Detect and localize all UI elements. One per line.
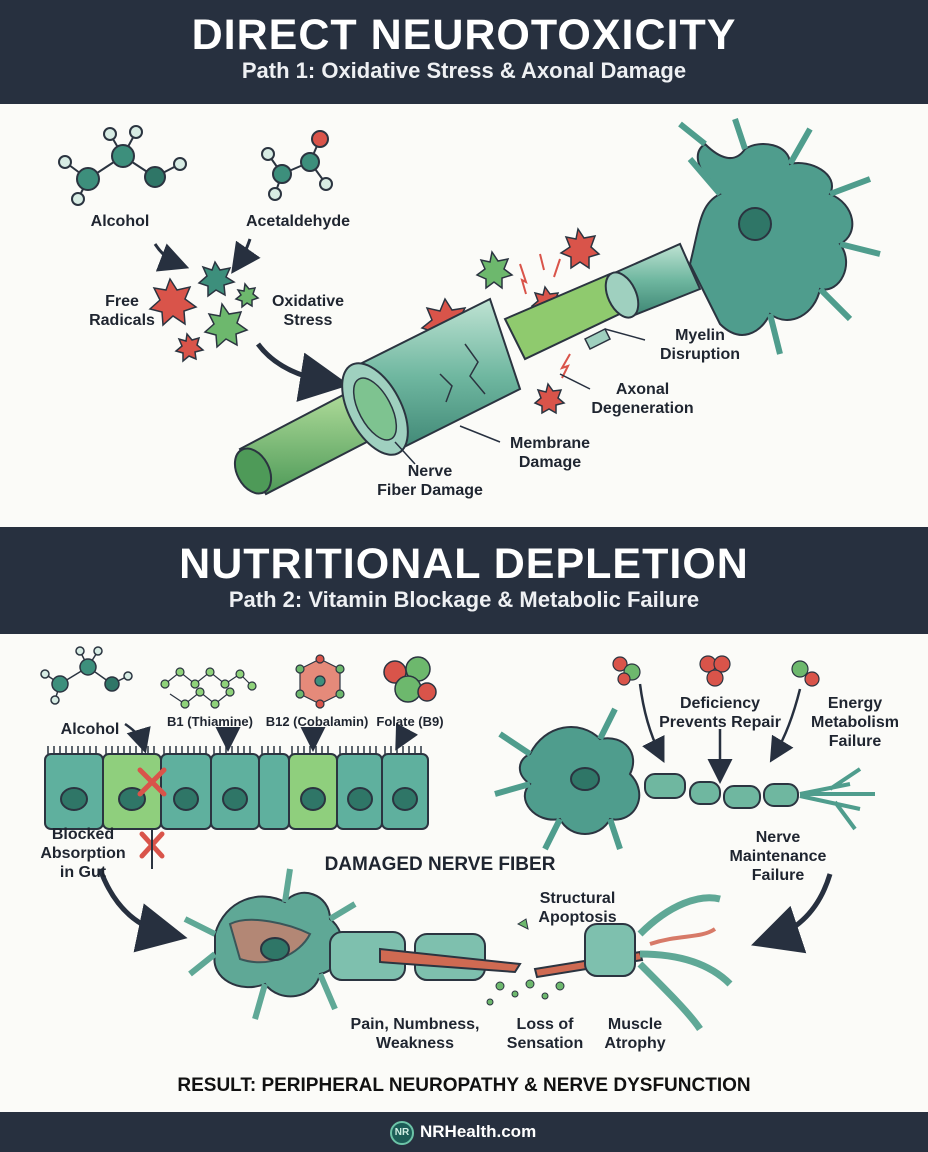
section2-subtitle: Path 2: Vitamin Blockage & Metabolic Fai… <box>228 587 700 612</box>
spark-icon <box>519 253 571 379</box>
section1-panel: Alcohol Acetaldehyde Free Radicals Oxida… <box>0 104 928 527</box>
free-radical-icon <box>148 227 601 415</box>
label-b1: B1 (Thiamine) <box>167 714 253 729</box>
label-energy-failure: Energy Metabolism Failure <box>810 695 899 750</box>
cobalamin-molecule-icon <box>295 654 345 709</box>
section1-title: DIRECT NEUROTOXICITY <box>191 11 737 59</box>
logo-icon: NR <box>390 1121 414 1145</box>
section2-panel: Alcohol B1 (Thiamine) B12 (Cobalamin) Fo… <box>0 634 928 1112</box>
neuron-icon <box>678 118 881 355</box>
label-myelin-disruption: Myelin Disruption <box>660 327 740 363</box>
label-membrane-damage: Membrane Damage <box>509 435 591 471</box>
vitamin-molecule-icon <box>612 655 820 687</box>
thiamine-molecule-icon <box>160 667 257 709</box>
gut-cell-icon <box>44 746 429 830</box>
label-nerve-maintenance: Nerve Maintenance Failure <box>729 829 827 884</box>
section2-title: NUTRITIONAL DEPLETION <box>179 540 749 588</box>
leader-lines <box>394 328 646 465</box>
folate-molecule-icon <box>383 656 437 703</box>
section1-subtitle: Path 1: Oxidative Stress & Axonal Damage <box>241 58 687 83</box>
label-alcohol: Alcohol <box>90 213 150 230</box>
label-b12: B12 (Cobalamin) <box>265 714 369 729</box>
result-statement: RESULT: PERIPHERAL NEUROPATHY & NERVE DY… <box>177 1075 751 1096</box>
neuron-icon <box>494 707 875 851</box>
alcohol-molecule-icon <box>40 646 133 705</box>
label-structural-apoptosis: Structural Apoptosis <box>538 890 617 926</box>
label-folate: Folate (B9) <box>376 714 444 729</box>
label-axonal-degeneration: Axonal Degeneration <box>591 381 694 417</box>
damaged-nerve-fiber-icon <box>183 868 733 1031</box>
label-free-radicals: Free Radicals <box>89 293 155 329</box>
section2-banner: NUTRITIONAL DEPLETION Path 2: Vitamin Bl… <box>0 527 928 634</box>
acetaldehyde-molecule-icon <box>261 130 333 201</box>
label-loss-sensation: Loss of Sensation <box>506 1016 584 1052</box>
label-blocked-absorption: Blocked Absorption in Gut <box>40 826 126 881</box>
label-pain: Pain, Numbness, Weakness <box>350 1016 480 1052</box>
section1-banner: DIRECT NEUROTOXICITY Path 1: Oxidative S… <box>0 0 928 104</box>
debris-icon <box>486 918 565 1006</box>
label-damaged-fiber: DAMAGED NERVE FIBER <box>324 854 556 875</box>
label-muscle-atrophy: Muscle Atrophy <box>604 1016 666 1052</box>
nerve-fiber-icon <box>233 242 702 496</box>
footer: NR NRHealth.com <box>0 1112 928 1152</box>
label-nerve-fiber-damage: Nerve Fiber Damage <box>377 463 483 499</box>
label-alcohol-2: Alcohol <box>60 721 120 738</box>
site-link[interactable]: NRHealth.com <box>420 1122 537 1141</box>
label-oxidative-stress: Oxidative Stress <box>271 293 345 329</box>
nutritional-illustration <box>40 646 875 1031</box>
label-acetaldehyde: Acetaldehyde <box>245 213 351 230</box>
alcohol-molecule-icon <box>58 125 187 206</box>
label-deficiency-repair: Deficiency Prevents Repair <box>659 695 781 731</box>
neurotoxicity-illustration <box>58 118 881 496</box>
